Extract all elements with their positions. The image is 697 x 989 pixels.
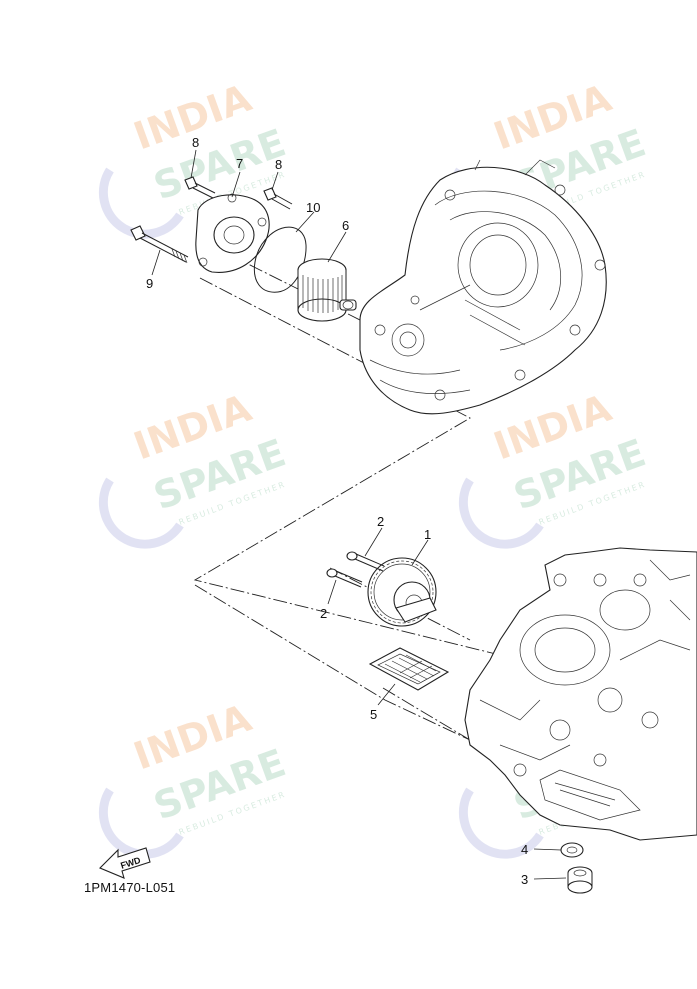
watermark-bottom-left: INDIA SPARE REBUILD TOGETHER: [98, 696, 291, 859]
short-bolt-part: [184, 176, 216, 199]
callout-10: 10: [306, 200, 320, 215]
leader-lines: [151, 149, 567, 880]
crankcase-part: [464, 547, 697, 841]
callout-7: 7: [236, 156, 243, 171]
watermark-mid-left: INDIA SPARE REBUILD TOGETHER: [98, 386, 291, 549]
callout-6: 6: [342, 218, 349, 233]
callout-1: 1: [424, 527, 431, 542]
o-ring-part: [253, 226, 307, 293]
drain-bolt-part: [567, 866, 593, 894]
wrench-logo-icon: [458, 787, 544, 859]
callout-4: 4: [521, 842, 528, 857]
callout-9: 9: [146, 276, 153, 291]
short-bolt-part: [263, 187, 293, 210]
forward-arrow-icon: FWD: [99, 847, 151, 879]
gasket-washer-part: [560, 842, 584, 858]
drawing-code: 1PM1470-L051: [84, 880, 176, 895]
callout-2b: 2: [320, 606, 327, 621]
crankcase-cover-part: [359, 159, 607, 415]
wrench-logo-icon: [98, 477, 184, 549]
wrench-logo-icon: [98, 787, 184, 859]
pump-screw-part: [346, 551, 385, 572]
pump-screw-part: [326, 568, 363, 588]
callout-5: 5: [370, 707, 377, 722]
long-bolt-part: [130, 225, 189, 264]
watermark-mid-right: INDIA SPARE REBUILD TOGETHER: [458, 386, 651, 549]
wrench-logo-icon: [458, 477, 544, 549]
callout-8b: 8: [275, 157, 282, 172]
filter-cover-part: [195, 193, 270, 273]
callout-8a: 8: [192, 135, 199, 150]
oil-strainer-part: [368, 647, 450, 691]
callout-2a: 2: [377, 514, 384, 529]
callout-3: 3: [521, 872, 528, 887]
oil-filter-part: [297, 258, 357, 322]
oil-pump-part: [367, 557, 437, 627]
wrench-logo-icon: [98, 167, 184, 239]
